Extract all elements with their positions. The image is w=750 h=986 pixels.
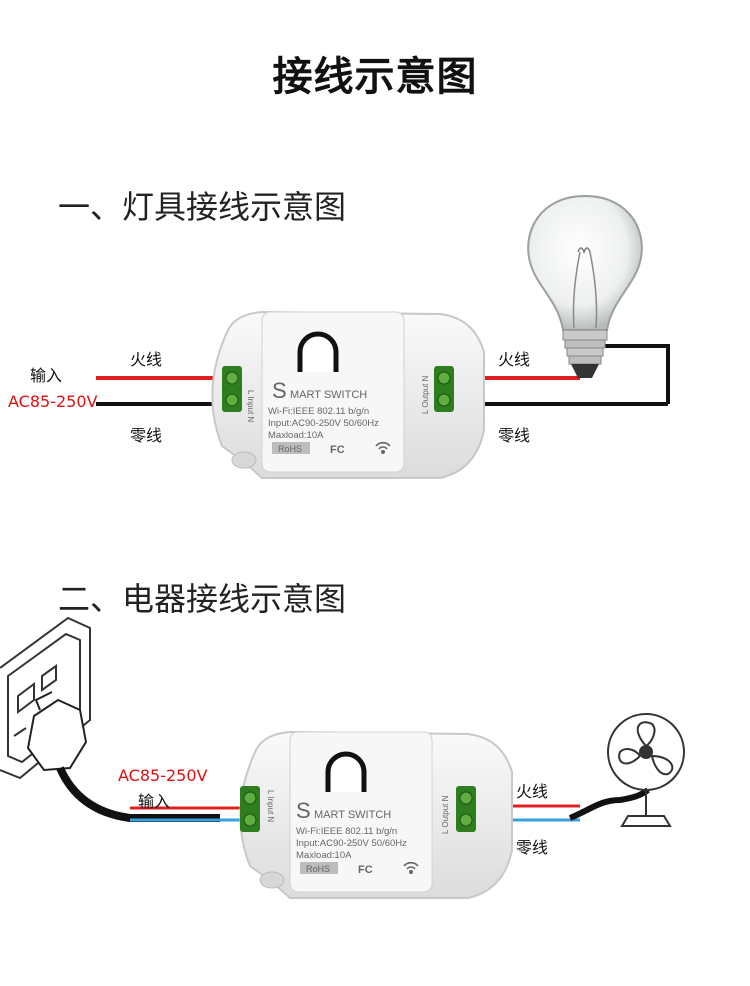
smart-switch-device-2: L Input N L Output N S MART SWITCH Wi-Fi…	[239, 730, 513, 899]
term-in-label: L Input N	[246, 390, 255, 422]
brand-name: MART SWITCH	[290, 389, 367, 401]
term-out-label-2: L Output N	[441, 795, 450, 834]
fan-icon	[607, 713, 685, 827]
live-label-2: 火线	[516, 782, 549, 801]
light-bulb-icon	[527, 194, 643, 378]
smart-switch-device-1: L Input N L Output N S MART SWITCH Wi-Fi…	[211, 310, 485, 479]
neutral-label-right: 零线	[498, 426, 531, 445]
spec-wifi-2: Wi-Fi:IEEE 802.11 b/g/n	[296, 826, 397, 837]
lamp-return-wire	[600, 344, 670, 404]
spec-input: Input:AC90-250V 50/60Hz	[268, 418, 379, 429]
rohs-mark: RoHS	[278, 444, 302, 454]
brand-s-2: S	[296, 798, 311, 823]
spec-input-2: Input:AC90-250V 50/60Hz	[296, 838, 407, 849]
input-label-2: 输入	[138, 792, 171, 811]
page-title: 接线示意图	[272, 54, 478, 100]
fc-mark: FC	[330, 444, 345, 456]
fan-cable	[568, 787, 650, 821]
voltage-label: AC85-250V	[8, 392, 98, 411]
power-cable	[56, 766, 220, 822]
spec-maxload-2: Maxload:10A	[296, 850, 352, 861]
neutral-label-2: 零线	[516, 838, 549, 857]
live-label-left: 火线	[130, 350, 163, 369]
fc-mark-2: FC	[358, 864, 373, 876]
input-label: 输入	[30, 366, 63, 385]
plug-icon	[26, 691, 88, 772]
wifi-icon	[375, 441, 391, 454]
term-in-label-2: L Input N	[266, 790, 275, 822]
term-out-label: L Output N	[421, 375, 430, 414]
brand-name-2: MART SWITCH	[314, 809, 391, 821]
spec-maxload: Maxload:10A	[268, 430, 324, 441]
voltage-label-2: AC85-250V	[118, 766, 208, 785]
spec-wifi: Wi-Fi:IEEE 802.11 b/g/n	[268, 406, 369, 417]
live-label-right: 火线	[498, 350, 531, 369]
rohs-mark-2: RoHS	[306, 864, 330, 874]
brand-s: S	[272, 378, 287, 403]
wifi-icon	[403, 861, 419, 874]
section-2-heading: 二、电器接线示意图	[58, 580, 347, 618]
neutral-label-left: 零线	[130, 426, 163, 445]
section-1-heading: 一、灯具接线示意图	[58, 188, 347, 226]
